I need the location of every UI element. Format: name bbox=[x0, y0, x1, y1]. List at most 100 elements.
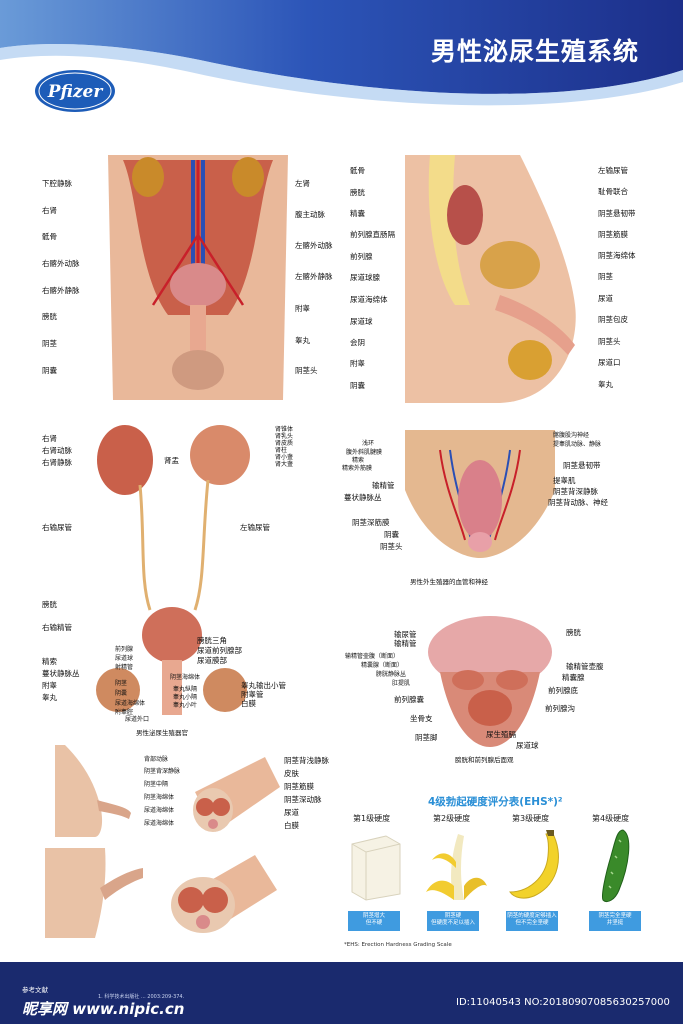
label-tunica-albuginea: 白膜 bbox=[241, 699, 256, 708]
label-epididymis-3: 附睾 bbox=[42, 681, 57, 690]
label-right-renal-artery: 右肾动脉 bbox=[42, 446, 72, 455]
label-seminal-vesicle-section: 精囊腺（断面） bbox=[361, 662, 404, 669]
label-right-external-iliac-artery: 右髂外动脉 bbox=[42, 259, 80, 268]
label-left-ureter-2: 左输尿管 bbox=[240, 523, 270, 532]
label-pampiniform-plexus-4: 蔓状静脉丛 bbox=[344, 493, 382, 502]
label-prostate: 前列腺 bbox=[350, 252, 373, 261]
label-prostatic-sulcus: 前列腺沟 bbox=[545, 704, 575, 713]
label-spermatic-cord-4: 精索 bbox=[352, 457, 365, 464]
label-corpus-cavernosum: 阴茎海绵体 bbox=[598, 251, 636, 260]
label-pubic-symphysis: 耻骨联合 bbox=[598, 187, 628, 196]
label-suspensory-ligament-4: 阴茎悬韧带 bbox=[563, 461, 601, 470]
cucumber-icon bbox=[602, 829, 630, 903]
label-cremasteric-vessels: 提睾肌动脉、静脉 bbox=[553, 441, 602, 448]
label-external-spermatic-fascia: 精索外筋膜 bbox=[342, 465, 373, 472]
label-corpus-spongiosum-3: 尿道海绵体 bbox=[115, 700, 146, 707]
label-urethral-bulb-5: 尿道球 bbox=[516, 741, 539, 750]
label-bulbourethral-gland: 尿道球腺 bbox=[350, 273, 380, 282]
label-levator-ani: 肛提肌 bbox=[392, 680, 411, 687]
label-inferior-vena-cava: 下腔静脉 bbox=[42, 179, 72, 188]
label-renal-pyramid: 肾锥体 bbox=[275, 426, 294, 433]
label-scrotum-2: 阴囊 bbox=[350, 381, 365, 390]
label-vesical-venous-plexus: 膀胱静脉丛 bbox=[376, 671, 407, 678]
label-urethra-6: 尿道 bbox=[284, 808, 299, 817]
label-bladder-2: 膀胱 bbox=[350, 188, 365, 197]
abdominal-anatomy-illustration bbox=[108, 155, 288, 400]
label-renal-papilla: 肾乳头 bbox=[275, 433, 294, 440]
label-ejaculatory-duct: 射精管 bbox=[115, 664, 134, 671]
banana-icon bbox=[509, 830, 559, 899]
label-corpus-spongiosum: 尿道海绵体 bbox=[350, 295, 388, 304]
grade-1-desc-box: 阴茎增大 但不硬 bbox=[348, 911, 400, 931]
label-urethral-bulb: 尿道球 bbox=[350, 317, 373, 326]
label-scrotum-3: 阴囊 bbox=[115, 690, 128, 697]
grade-2-label: 第2级硬度 bbox=[433, 814, 471, 823]
ehs-footnote: *EHS: Erection Hardness Grading Scale bbox=[344, 942, 452, 948]
label-dorsal-artery-nerve: 阴茎背动脉、神经 bbox=[548, 498, 608, 507]
label-prostatic-utricle: 前列腺囊 bbox=[394, 695, 424, 704]
tofu-icon bbox=[351, 835, 401, 901]
header-band bbox=[0, 0, 683, 106]
label-glans-penis-2: 阴茎头 bbox=[598, 337, 621, 346]
label-trigone: 膀胱三角 bbox=[197, 636, 227, 645]
grade-2-desc-1: 阴茎硬 bbox=[444, 913, 462, 919]
image-id-text: ID:11040543 NO:20180907085630257000 bbox=[456, 997, 670, 1008]
penis-cross-section-illustration-1 bbox=[193, 757, 280, 832]
label-testicular-septa: 睾丸小隔 bbox=[173, 694, 198, 701]
label-skin: 皮肤 bbox=[284, 769, 299, 778]
label-deep-dorsal-vein: 阴茎背深静脉 bbox=[553, 487, 598, 496]
label-prostate-base: 前列腺底 bbox=[548, 686, 578, 695]
peeled-banana-icon bbox=[426, 834, 487, 900]
label-suspensory-ligament: 阴茎悬韧带 bbox=[598, 209, 636, 218]
label-penile-fascia-6: 阴茎筋膜 bbox=[284, 782, 314, 791]
label-right-vas-deferens: 右输精管 bbox=[42, 623, 72, 632]
grade-1-desc-2: 但不硬 bbox=[365, 920, 383, 926]
label-membranous-urethra: 尿道膜部 bbox=[197, 656, 227, 665]
body-side-illustration-2 bbox=[45, 848, 143, 938]
label-perineum: 会阴 bbox=[350, 338, 365, 347]
panel4-caption: 男性外生殖器的血管和神经 bbox=[410, 578, 488, 586]
label-urogenital-diaphragm: 尿生殖膈 bbox=[486, 730, 516, 739]
grade-3-desc-2: 但不完全坚硬 bbox=[515, 920, 549, 926]
page-title: 男性泌尿生殖系统 bbox=[430, 37, 639, 66]
label-testis-2: 睾丸 bbox=[598, 380, 613, 389]
label-efferent-ductules: 睾丸输出小管 bbox=[241, 681, 286, 690]
ehs-title: 4级勃起硬度评分表(EHS*)² bbox=[428, 796, 563, 808]
label-vas-deferens-5: 输精管 bbox=[394, 639, 417, 648]
label-epididymal-duct: 附睾管 bbox=[241, 690, 264, 699]
grade-2-desc-2: 但硬度不足以插入 bbox=[430, 920, 475, 926]
label-seminal-vesicle: 精囊 bbox=[350, 209, 365, 218]
label-prepuce: 阴茎包皮 bbox=[598, 315, 628, 324]
label-urethra: 尿道 bbox=[598, 294, 613, 303]
label-superficial-ring: 浅环 bbox=[362, 440, 375, 447]
label-superficial-dorsal-vein: 阴茎背浅静脉 bbox=[284, 756, 329, 765]
pfizer-logo: Pfizer bbox=[35, 70, 115, 112]
bladder-prostate-illustration bbox=[428, 616, 552, 747]
label-corpus-spongiosum-6b: 尿道海绵体 bbox=[144, 820, 175, 827]
label-renal-cortex: 肾皮质 bbox=[275, 440, 294, 447]
label-mediastinum-testis: 睾丸纵隔 bbox=[173, 686, 198, 693]
label-deep-penile-fascia: 阴茎深筋膜 bbox=[352, 518, 390, 527]
label-seminal-vesicle-5: 精囊腺 bbox=[562, 673, 585, 682]
label-sacrum-2: 骶骨 bbox=[350, 166, 365, 175]
label-testis-3: 睾丸 bbox=[42, 693, 57, 702]
grade-2-desc-box: 阴茎硬 但硬度不足以插入 bbox=[427, 911, 479, 931]
label-renal-pelvis: 肾盂 bbox=[164, 456, 179, 465]
panel3-caption: 男性泌尿生殖器官 bbox=[136, 729, 188, 737]
panel5-caption: 膀胱和前列腺后面观 bbox=[455, 756, 514, 764]
label-cremaster: 提睾肌 bbox=[553, 476, 576, 485]
sagittal-anatomy-illustration bbox=[405, 155, 576, 403]
label-left-external-iliac-artery: 左髂外动脉 bbox=[295, 241, 333, 250]
label-penis-2: 阴茎 bbox=[598, 272, 613, 281]
label-right-ureter: 右输尿管 bbox=[42, 523, 72, 532]
label-corpus-cavernosum-6: 阴茎海绵体 bbox=[144, 794, 175, 801]
grade-3-label: 第3级硬度 bbox=[512, 814, 550, 823]
label-spermatic-cord: 精索 bbox=[42, 657, 57, 666]
label-external-oblique-aponeurosis: 腹外斜肌腱膜 bbox=[346, 449, 383, 456]
label-penis: 阴茎 bbox=[42, 339, 57, 348]
grade-4-desc-2: 并坚挺 bbox=[606, 920, 624, 926]
label-renal-column: 肾柱 bbox=[275, 447, 288, 454]
reference-title: 参考文献 bbox=[22, 986, 48, 994]
label-vas-deferens-4: 输精管 bbox=[372, 481, 395, 490]
label-pampiniform-plexus: 蔓状静脉丛 bbox=[42, 669, 80, 678]
